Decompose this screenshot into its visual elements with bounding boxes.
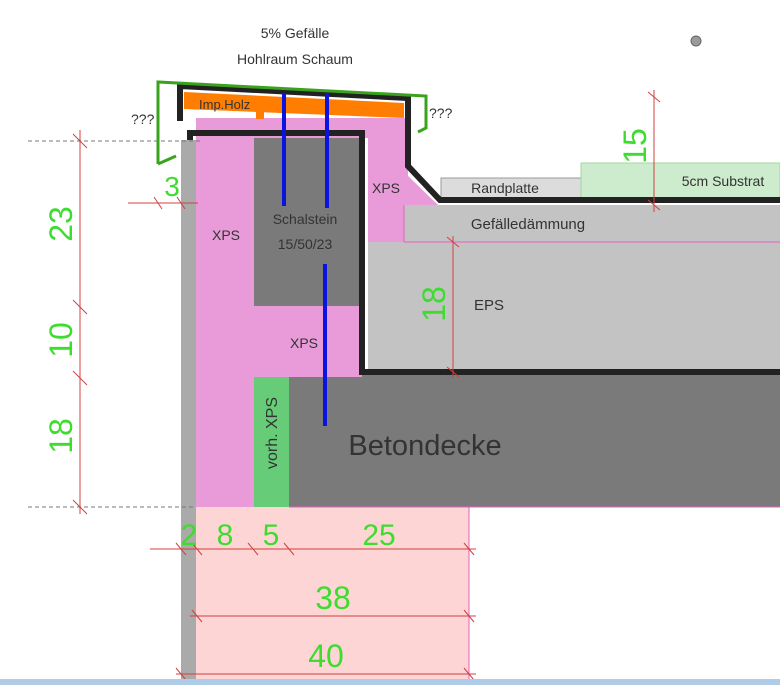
dimension-5: 5 [263, 519, 280, 552]
cavity-label: Hohlraum Schaum [237, 51, 353, 67]
substrate-label: 5cm Substrat [682, 173, 765, 189]
inner-xps-label: XPS [290, 335, 318, 351]
inner-xps-zone [254, 306, 362, 377]
flashing-drip [157, 154, 177, 166]
window-bottom-bar [0, 679, 780, 685]
marker-dot [690, 35, 702, 47]
outer-xps-zone [196, 133, 254, 507]
wall-surface [181, 140, 196, 679]
dimension-3-line [128, 196, 198, 210]
edge-slab-label: Randplatte [471, 180, 539, 196]
dimension-chain-bottom [150, 542, 476, 681]
dimension-8: 8 [217, 519, 234, 552]
existing-xps-zone [254, 377, 289, 507]
dimension-15-line [647, 90, 661, 212]
dimension-18-eps: 18 [416, 286, 452, 322]
waterproof-membrane-upper [177, 82, 780, 203]
dimension-2: 2 [181, 519, 198, 552]
dimension-chain-left [72, 130, 88, 515]
dimension-18-left: 18 [43, 418, 79, 454]
dimension-23: 23 [43, 206, 79, 242]
eps-zone [368, 242, 780, 375]
upper-xps-zone [368, 138, 408, 242]
impregnated-wood [184, 92, 404, 118]
unknown-left-label: ??? [131, 111, 155, 127]
concrete-slab [289, 375, 780, 507]
schalstein-block [254, 138, 362, 306]
outer-xps-label: XPS [212, 227, 240, 243]
schalstein-label: Schalstein [273, 211, 338, 227]
dimension-18-eps-line [446, 236, 460, 378]
dimension-3: 3 [164, 171, 180, 202]
dimension-10: 10 [43, 322, 79, 358]
schalstein-size-label: 15/50/23 [278, 236, 333, 252]
slope-insulation-label: Gefälledämmung [471, 216, 585, 233]
foundation-zone [196, 507, 469, 679]
substrate-layer [580, 162, 780, 200]
slope-label: 5% Gefälle [261, 25, 330, 41]
upper-xps-label: XPS [372, 180, 400, 196]
wood-label: Imp.Holz [199, 97, 250, 112]
wood-clip [256, 111, 264, 119]
dimension-25: 25 [362, 519, 395, 552]
slope-insulation-zone [404, 205, 780, 242]
concrete-slab-label: Betondecke [348, 430, 501, 462]
dimension-38: 38 [315, 580, 351, 616]
dimension-15: 15 [617, 128, 653, 164]
existing-xps-label: vorh. XPS [264, 397, 281, 469]
upper-xps-wedge [404, 172, 438, 205]
dimension-40: 40 [308, 638, 344, 674]
metal-flashing [156, 80, 428, 164]
eps-label: EPS [474, 297, 504, 314]
unknown-right-label: ??? [429, 105, 453, 121]
